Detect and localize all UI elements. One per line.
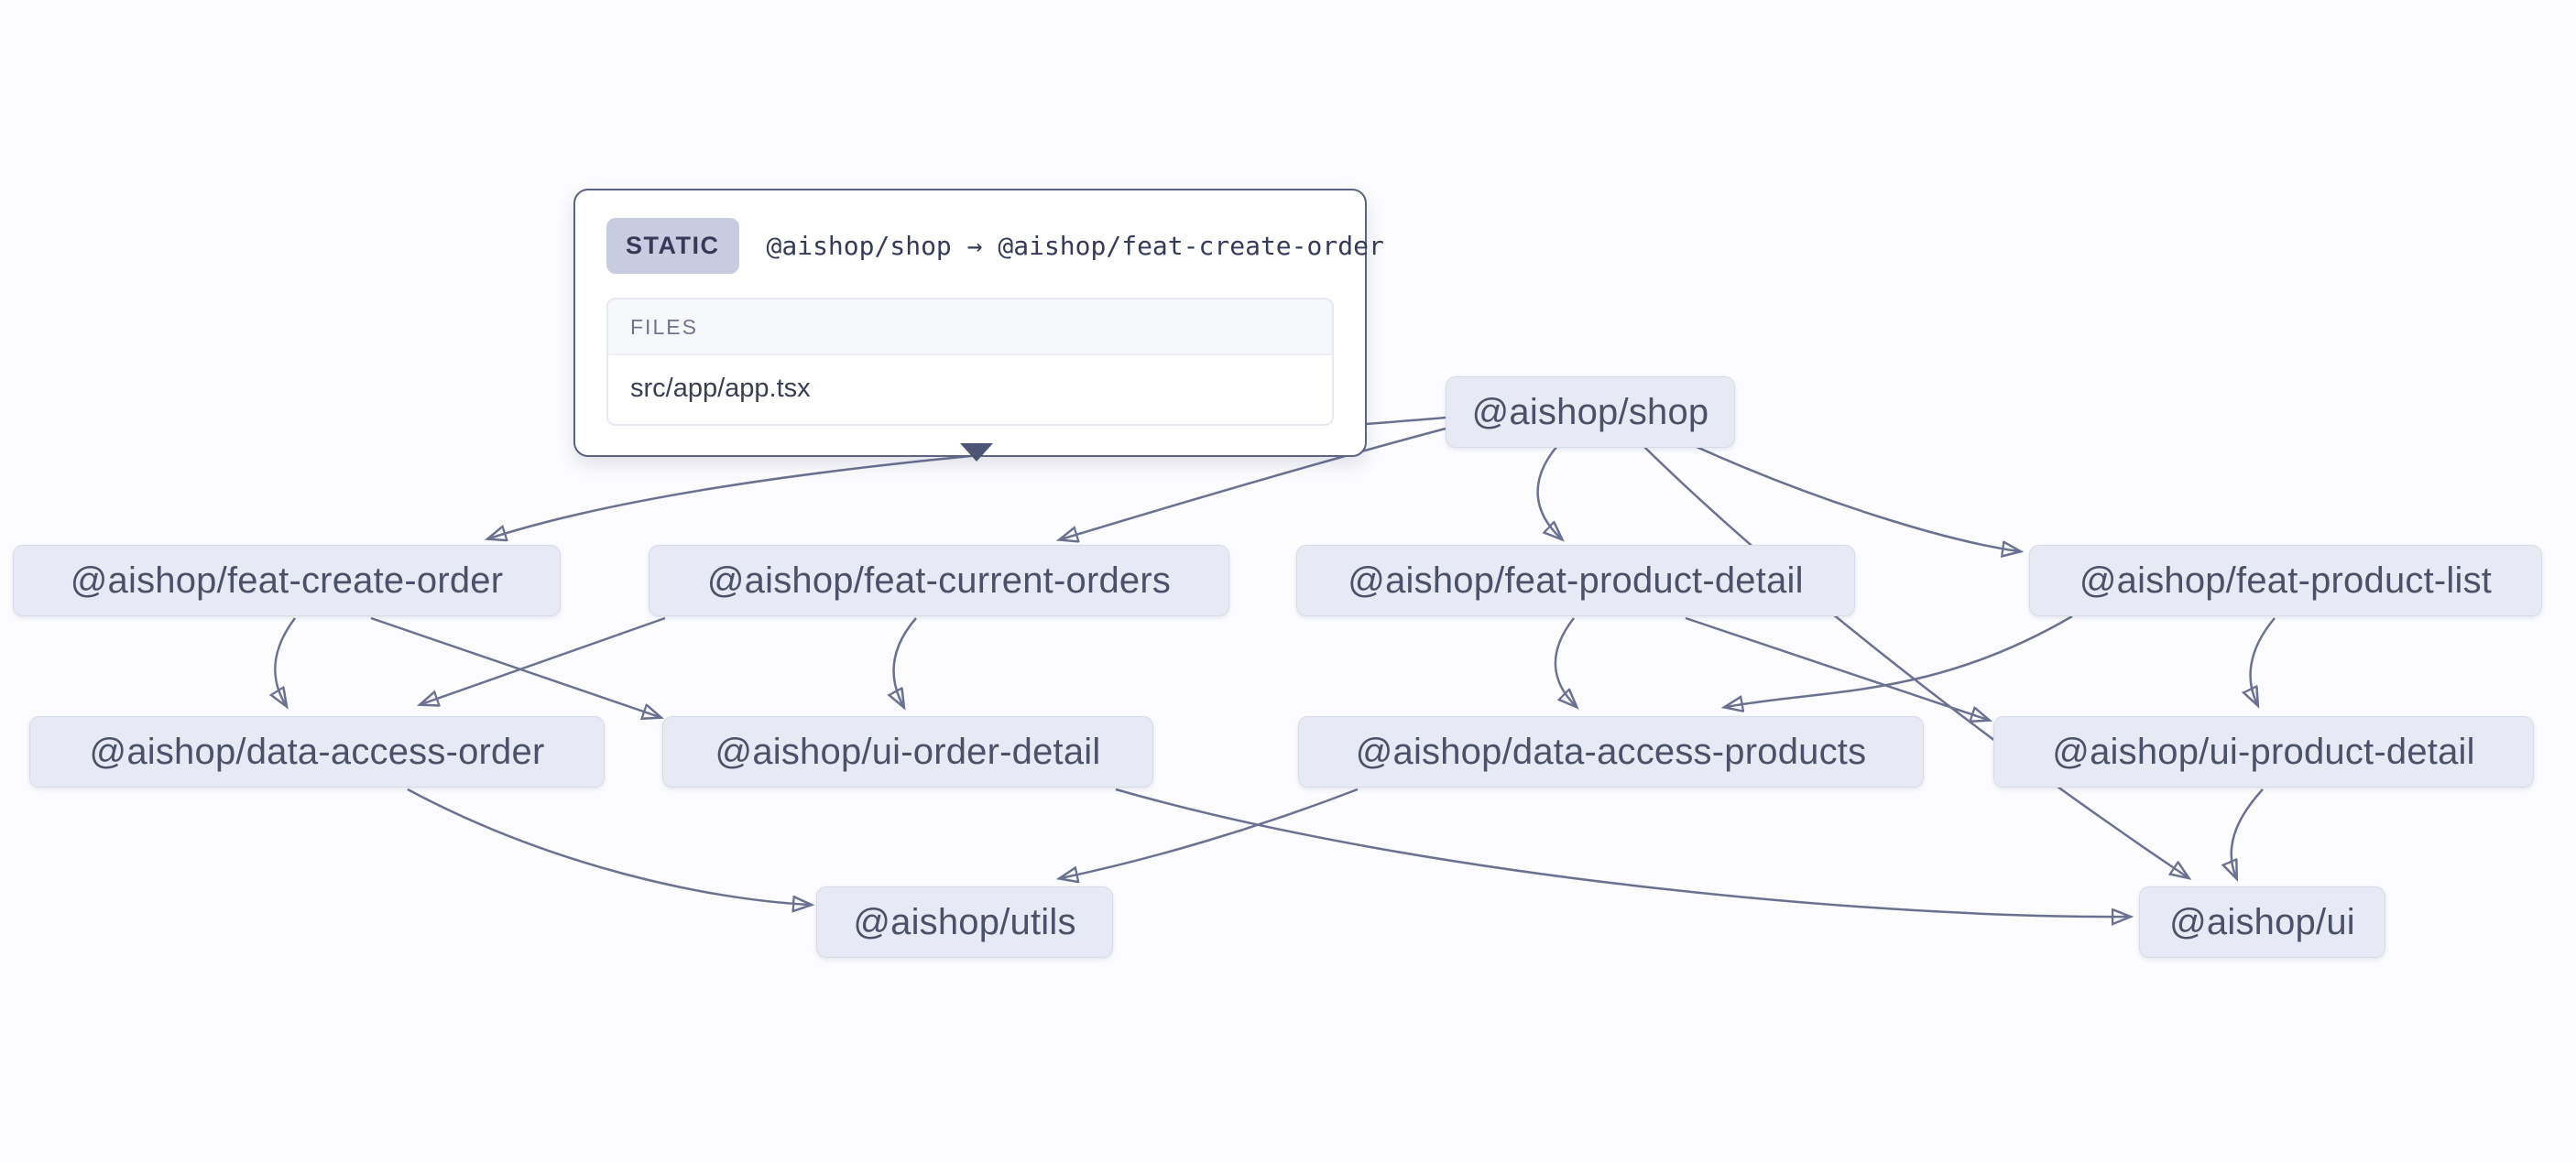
edge-shop-to-feat-current-orders[interactable] — [1061, 427, 1446, 539]
edge-feat-create-order-to-data-access-order[interactable] — [275, 617, 296, 705]
node-feat-product-detail[interactable]: @aishop/feat-product-detail — [1296, 545, 1855, 616]
file-item: src/app/app.tsx — [608, 355, 1332, 424]
edge-feat-product-list-to-ui-product-detail[interactable] — [2251, 617, 2276, 704]
edge-tooltip-header: STATIC @aishop/shop → @aishop/feat-creat… — [606, 218, 1384, 274]
edge-feat-current-orders-to-ui-order-detail[interactable] — [894, 617, 917, 706]
edge-ui-product-detail-to-ui[interactable] — [2232, 788, 2264, 877]
files-header: FILES — [608, 299, 1332, 355]
edge-shop-to-ui[interactable] — [1643, 446, 2188, 877]
edge-feat-create-order-to-ui-order-detail[interactable] — [370, 616, 660, 717]
edge-label: @aishop/shop → @aishop/feat-create-order — [766, 231, 1384, 261]
edge-type-badge: STATIC — [606, 218, 739, 274]
files-section: FILES src/app/app.tsx — [606, 298, 1334, 426]
edge-feat-product-detail-to-data-access-products[interactable] — [1554, 617, 1576, 706]
node-data-access-products[interactable]: @aishop/data-access-products — [1298, 716, 1924, 788]
node-ui-order-detail[interactable]: @aishop/ui-order-detail — [662, 716, 1153, 788]
node-ui-product-detail[interactable]: @aishop/ui-product-detail — [1993, 716, 2534, 788]
edge-data-access-products-to-utils[interactable] — [1061, 788, 1359, 878]
edge-tooltip: STATIC @aishop/shop → @aishop/feat-creat… — [573, 189, 1384, 457]
node-feat-product-list[interactable]: @aishop/feat-product-list — [2029, 545, 2542, 616]
edge-ui-order-detail-to-ui[interactable] — [1115, 788, 2129, 917]
edge-feat-product-detail-to-ui-product-detail[interactable] — [1685, 616, 1988, 720]
edge-feat-current-orders-to-data-access-order[interactable] — [421, 616, 666, 704]
node-shop[interactable]: @aishop/shop — [1446, 376, 1735, 448]
node-ui[interactable]: @aishop/ui — [2139, 886, 2385, 958]
node-data-access-order[interactable]: @aishop/data-access-order — [29, 716, 605, 788]
node-feat-current-orders[interactable]: @aishop/feat-current-orders — [649, 545, 1229, 616]
node-utils[interactable]: @aishop/utils — [816, 886, 1113, 958]
edge-data-access-order-to-utils[interactable] — [407, 788, 810, 905]
tooltip-caret-icon — [960, 443, 993, 462]
edge-feat-product-list-to-data-access-products[interactable] — [1726, 614, 2073, 707]
edge-shop-to-feat-product-detail[interactable] — [1536, 445, 1561, 538]
edge-shop-to-feat-product-list[interactable] — [1696, 445, 2019, 551]
node-feat-create-order[interactable]: @aishop/feat-create-order — [13, 545, 561, 616]
